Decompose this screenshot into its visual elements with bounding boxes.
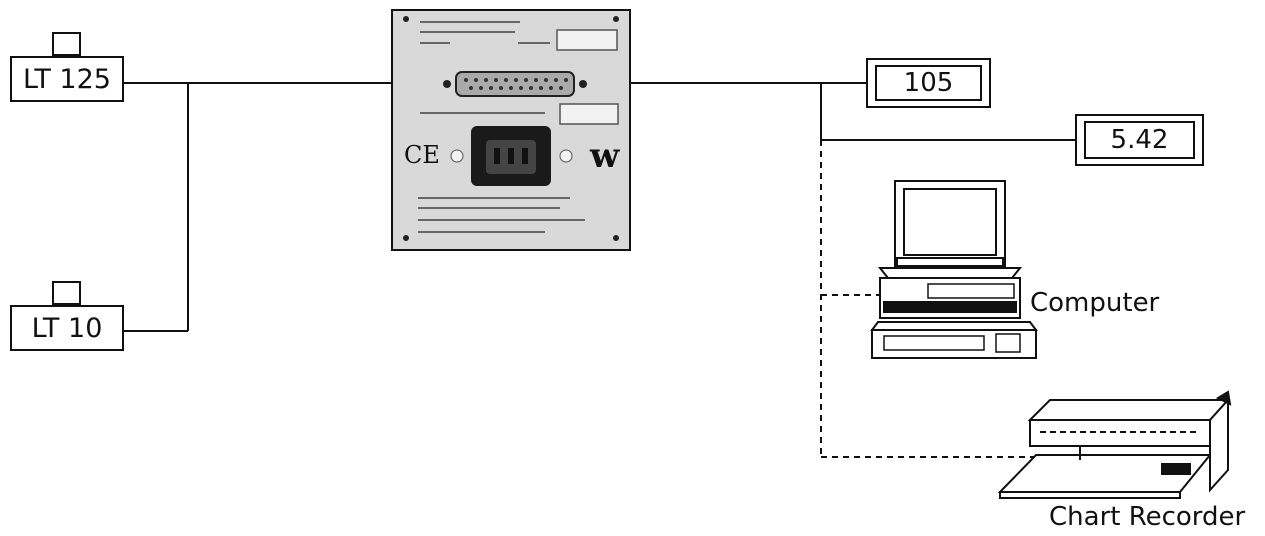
sensor-lt10-cap bbox=[52, 281, 81, 305]
display-542: 5.42 bbox=[1084, 121, 1195, 159]
dashed-wires bbox=[820, 140, 1035, 458]
dsub-connector bbox=[455, 71, 575, 97]
solid-wires bbox=[124, 82, 1075, 332]
display-542-value: 5.42 bbox=[1110, 125, 1169, 155]
display-105-value: 105 bbox=[903, 68, 954, 98]
sensor-lt125-label: LT 125 bbox=[23, 63, 111, 95]
sensor-lt125-cap bbox=[52, 32, 81, 56]
sensor-lt10-label: LT 10 bbox=[31, 312, 103, 344]
computer-drawing bbox=[870, 180, 1038, 359]
sensor-lt125[interactable]: LT 125 bbox=[10, 56, 124, 102]
brand-logo: w bbox=[590, 136, 620, 176]
chart-recorder-label: Chart Recorder bbox=[1049, 502, 1246, 532]
computer-label: Computer bbox=[1030, 288, 1160, 318]
chart-recorder-drawing bbox=[997, 390, 1232, 499]
interface-panel bbox=[391, 9, 631, 251]
ce-mark: CE bbox=[404, 141, 440, 169]
sensor-lt10[interactable]: LT 10 bbox=[10, 305, 124, 351]
display-105: 105 bbox=[875, 65, 982, 101]
